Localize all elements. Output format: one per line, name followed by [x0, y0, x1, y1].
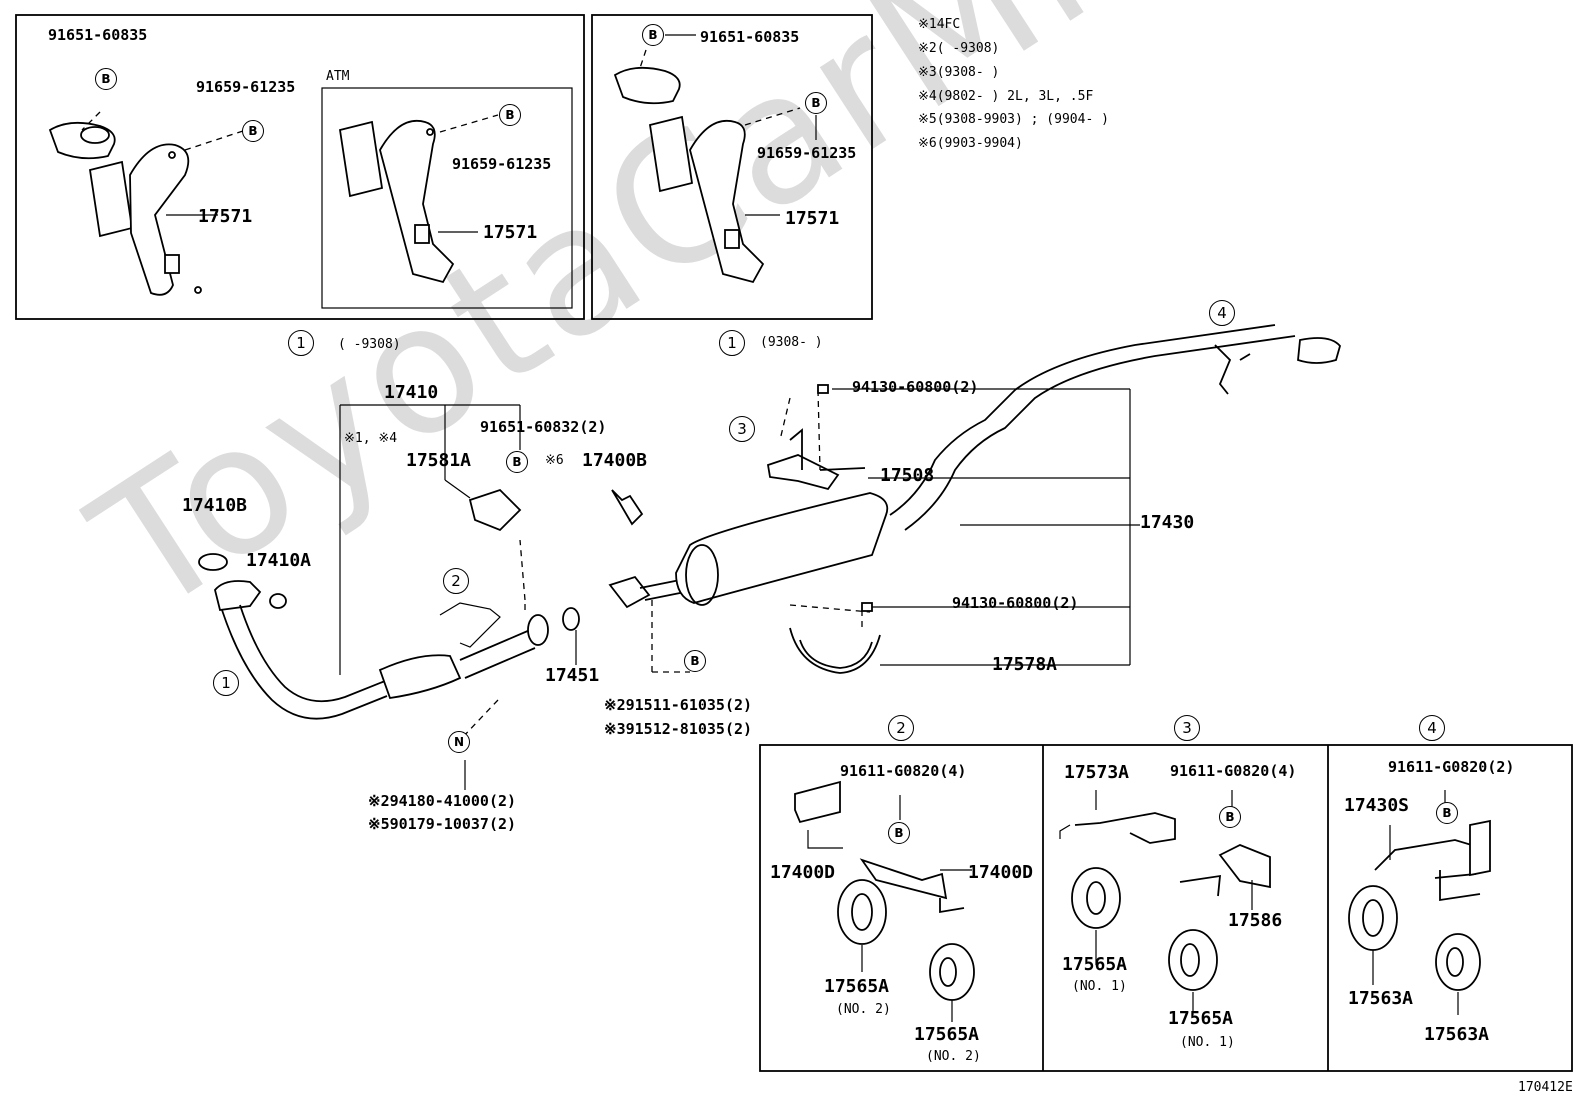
ref-circle-3: 3: [729, 416, 755, 442]
detail-header-2: 2: [888, 715, 914, 741]
ref-circle-1: 1: [288, 330, 314, 356]
part-label-17565a: 17565A: [1062, 954, 1128, 975]
inset-frame-b: [591, 14, 873, 320]
part-label-17565a: 17565A: [824, 976, 890, 997]
inset-a-hanger-drawing: [48, 111, 247, 296]
bolt-badge-b: B: [1219, 806, 1241, 828]
ref-circle-1: 1: [719, 330, 745, 356]
part-label-17400d: 17400D: [968, 862, 1034, 883]
part-label-17410: 17410: [384, 382, 439, 403]
part-label-91659-61235: 91659-61235: [757, 144, 857, 162]
note-4: ※4(9802- ) 2L, 3L, .5F: [918, 89, 1094, 104]
note-6: ※6(9903-9904): [918, 136, 1023, 151]
sub-note-no1: (NO. 1): [1180, 1035, 1235, 1050]
part-label-91651-60835: 91651-60835: [700, 28, 800, 46]
inset-atm-hanger-drawing: [338, 114, 499, 284]
part-label-17451: 17451: [545, 665, 600, 686]
part-label-17430: 17430: [1140, 512, 1195, 533]
part-label-17581a: 17581A: [406, 450, 472, 471]
part-label-94130-60800: 94130-60800(2): [852, 378, 979, 396]
sub-note-no1: (NO. 1): [1072, 979, 1127, 994]
bolt-badge-b: B: [642, 24, 664, 46]
document-code: 170412E: [1518, 1080, 1573, 1095]
detail-header-3: 3: [1174, 715, 1200, 741]
ref-circle-2: 2: [443, 568, 469, 594]
note-1: ※14FC: [918, 17, 961, 32]
applicability-mark-6: ※6: [545, 453, 564, 468]
part-label-17571: 17571: [483, 222, 538, 243]
sub-note-no2: (NO. 2): [926, 1049, 981, 1064]
inset-atm-label: ATM: [326, 69, 350, 84]
part-label-91611-g0820: 91611-G0820(4): [1170, 762, 1297, 780]
part-label-91512-81035: ※391512-81035(2): [604, 720, 753, 738]
bolt-badge-b: B: [805, 92, 827, 114]
detail-3-drawing: [1059, 790, 1271, 1015]
note-3: ※3(9308- ): [918, 65, 1000, 80]
ref-circle-4: 4: [1209, 300, 1235, 326]
detail-header-4: 4: [1419, 715, 1445, 741]
part-label-90179-10037: ※590179-10037(2): [368, 815, 517, 833]
nut-badge-n: N: [448, 731, 470, 753]
part-label-91611-g0820: 91611-G0820(2): [1388, 758, 1515, 776]
part-label-17508: 17508: [880, 465, 935, 486]
part-label-91511-61035: ※291511-61035(2): [604, 696, 753, 714]
detail-frame: [759, 744, 1573, 1072]
applicability-mark-1-4: ※1, ※4: [344, 431, 398, 446]
part-label-94130-60800: 94130-60800(2): [952, 594, 1079, 612]
part-label-17400d: 17400D: [770, 862, 836, 883]
inset-frame-a: [15, 14, 585, 320]
part-label-17410b: 17410B: [182, 495, 248, 516]
front-pipe-drawing: [198, 404, 580, 790]
bolt-badge-b: B: [242, 120, 264, 142]
detail-4-drawing: [1348, 790, 1491, 1015]
inset-a-caption: ( -9308): [338, 337, 401, 352]
part-label-17573a: 17573A: [1064, 762, 1130, 783]
part-label-17410a: 17410A: [246, 550, 312, 571]
part-label-17571: 17571: [198, 206, 253, 227]
part-label-91659-61235: 91659-61235: [196, 78, 296, 96]
detail-2-drawing: [794, 780, 975, 1022]
part-label-17400b: 17400B: [582, 450, 648, 471]
part-label-17430s: 17430S: [1344, 795, 1410, 816]
part-label-17565a: 17565A: [914, 1024, 980, 1045]
part-label-94180-41000: ※294180-41000(2): [368, 792, 517, 810]
part-label-17565a: 17565A: [1168, 1008, 1234, 1029]
bolt-badge-b: B: [684, 650, 706, 672]
inset-b-caption: (9308- ): [760, 335, 823, 350]
bolt-badge-b: B: [506, 451, 528, 473]
part-label-17563a: 17563A: [1348, 988, 1414, 1009]
bolt-badge-b: B: [95, 68, 117, 90]
note-5: ※5(9308-9903) ; (9904- ): [918, 112, 1109, 127]
bolt-badge-b: B: [499, 104, 521, 126]
bolt-badge-b: B: [888, 822, 910, 844]
inset-b-hanger-drawing: [613, 34, 817, 284]
tail-pipe-drawing: [608, 324, 1341, 674]
part-label-17578a: 17578A: [992, 654, 1058, 675]
part-label-17586: 17586: [1228, 910, 1283, 931]
part-label-91651-60835: 91651-60835: [48, 26, 148, 44]
inset-frame-atm: [321, 87, 573, 309]
bolt-badge-b: B: [1436, 802, 1458, 824]
part-label-91611-g0820: 91611-G0820(4): [840, 762, 967, 780]
ref-circle-1: 1: [213, 670, 239, 696]
part-label-17571: 17571: [785, 208, 840, 229]
part-label-91659-61235: 91659-61235: [452, 155, 552, 173]
note-2: ※2( -9308): [918, 41, 1000, 56]
part-label-17563a: 17563A: [1424, 1024, 1490, 1045]
part-label-91651-60832: 91651-60832(2): [480, 418, 607, 436]
sub-note-no2: (NO. 2): [836, 1002, 891, 1017]
